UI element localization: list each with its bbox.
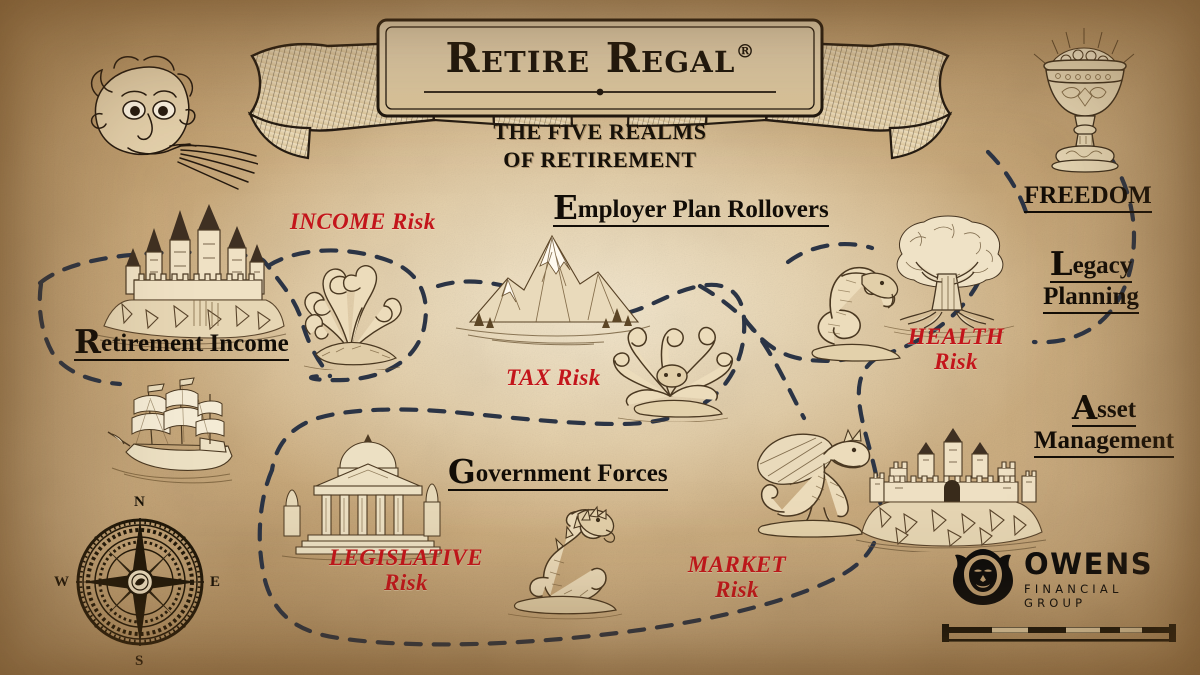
risk-label-market: MARKET Risk (670, 552, 804, 603)
hydra-illustration (286, 248, 416, 370)
trademark-symbol: ® (735, 40, 755, 63)
kraken-illustration (602, 310, 742, 422)
risk-label-tax: TAX Risk (506, 365, 601, 391)
treasure-label-freedom: FREEDOM (1024, 182, 1152, 213)
risk-word-market: Risk (715, 576, 759, 602)
subtitle-line-1: THE FIVE REALMS (493, 119, 707, 144)
lion-head-icon (953, 549, 1013, 605)
logo-wordmark: OWENS FINANCIAL GROUP (1024, 547, 1180, 611)
fortress-castle-illustration (856, 410, 1046, 552)
risk-label-legislative: LEGISLATIVE Risk (320, 545, 492, 596)
realm-text-planning: Planning (1043, 283, 1139, 314)
realm-text-legacy: egacy (1072, 252, 1133, 279)
realm-text-management: Management (1033, 427, 1175, 458)
subtitle: THE FIVE REALMS OF RETIREMENT (228, 118, 972, 173)
tree-illustration (876, 212, 1022, 342)
owens-financial-group-logo[interactable]: OWENS FINANCIAL GROUP (952, 548, 1180, 610)
sailing-ship-illustration (104, 372, 254, 490)
castle-waterfall-illustration (74, 200, 289, 350)
compass-south-label: S (135, 653, 144, 669)
sea-dragon-illustration (502, 498, 628, 620)
compass-rose: N E S W (54, 494, 224, 669)
realm-label-employer-plan-rollovers: Employer Plan Rollovers (553, 191, 829, 227)
treasure-chalice-illustration (1026, 22, 1144, 182)
risk-caps-legislative: LEGISLATIVE (329, 545, 483, 570)
dropcap-a: A (1071, 388, 1098, 427)
government-temple-illustration (276, 428, 446, 562)
title-banner: Retire Regal® THE FIVE REALMS OF RETIREM… (228, 8, 972, 178)
realm-label-government-forces: Government Forces (448, 455, 668, 491)
risk-word-legislative: Risk (384, 569, 428, 595)
subtitle-line-2: OF RETIREMENT (503, 146, 697, 172)
realm-text-asset: sset (1097, 396, 1137, 423)
freedom-text: FREEDOM (1024, 182, 1152, 213)
logo-tagline: FINANCIAL GROUP (1024, 582, 1123, 610)
winged-dragon-illustration (738, 420, 878, 542)
realm-text-government-forces: overnment Forces (475, 460, 668, 487)
dropcap-e: E (553, 188, 578, 227)
realm-text-retirement-income: etirement Income (101, 330, 289, 357)
map-scale-bar (942, 624, 1176, 642)
risk-label-health: HEALTH Risk (896, 324, 1016, 375)
risk-caps-tax: TAX (506, 365, 551, 390)
dropcap-g: G (448, 452, 476, 491)
realm-label-legacy-planning: Legacy Planning (1026, 247, 1156, 314)
realm-label-retirement-income: Retirement Income (74, 325, 289, 361)
logo-name: OWENS (1024, 547, 1154, 581)
risk-label-income: INCOME Risk (290, 209, 436, 235)
banner-ribbon-icon (247, 18, 953, 160)
risk-caps-health: HEALTH (907, 324, 1005, 349)
risk-word-health: Risk (934, 348, 978, 374)
risk-caps-market: MARKET (687, 552, 787, 577)
realm-text-employer-plan-rollovers: mployer Plan Rollovers (577, 196, 829, 223)
page-title: Retire Regal® (228, 34, 972, 82)
risk-word-income: Risk (385, 209, 436, 234)
compass-north-label: N (134, 494, 145, 510)
risk-caps-income: INCOME (290, 209, 386, 234)
wind-head-illustration (68, 52, 258, 192)
compass-west-label: W (54, 574, 69, 590)
dropcap-r: R (74, 322, 102, 361)
risk-word-tax: Risk (550, 365, 601, 390)
compass-east-label: E (210, 574, 221, 590)
title-text: Retire Regal (445, 34, 736, 82)
dropcap-l: L (1049, 244, 1073, 283)
serpent-illustration (804, 248, 914, 366)
realm-label-asset-management: Asset Management (1024, 391, 1184, 458)
